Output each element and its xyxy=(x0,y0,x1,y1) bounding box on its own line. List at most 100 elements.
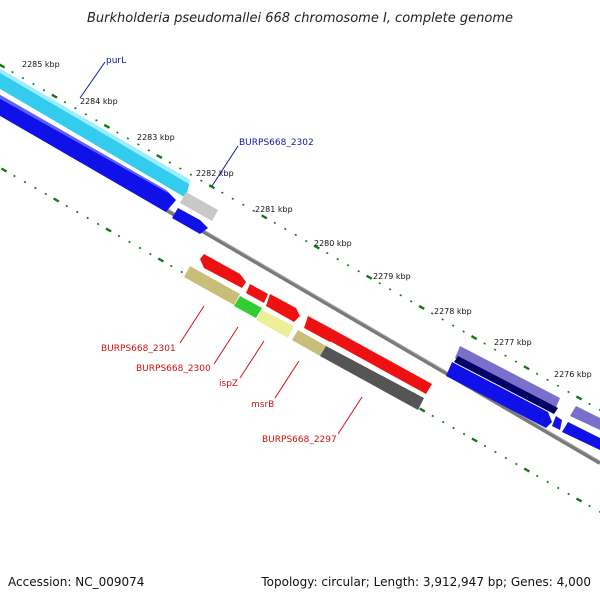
gene-label-BURPS668-2297[interactable]: BURPS668_2297 xyxy=(262,435,337,445)
scale-minor-tick xyxy=(588,402,591,406)
scale-minor-tick xyxy=(514,360,518,363)
tick-label: 2277 kbp xyxy=(494,338,532,347)
scale-minor-tick xyxy=(546,378,549,382)
scale-minor-tick xyxy=(430,312,434,315)
scale-major-tick xyxy=(0,167,8,173)
scale-minor-tick xyxy=(34,186,37,190)
gene-BURPS668-2300[interactable] xyxy=(234,296,262,318)
gene-BURPS668-2297[interactable] xyxy=(328,330,432,394)
scale-minor-tick xyxy=(117,234,121,238)
scale-minor-tick xyxy=(179,167,182,170)
scale-major-tick xyxy=(51,93,58,99)
scale-minor-tick xyxy=(399,294,402,297)
gene-BURPS668-2301[interactable] xyxy=(184,266,240,305)
scale-minor-tick xyxy=(567,492,570,496)
scale-minor-tick xyxy=(493,348,497,351)
gene-red-4[interactable] xyxy=(304,316,336,342)
scale-minor-tick xyxy=(13,174,16,178)
gene-msrB[interactable] xyxy=(292,330,326,356)
scale-minor-tick xyxy=(546,480,549,484)
scale-major-tick xyxy=(575,497,583,503)
gene-purL[interactable] xyxy=(0,66,190,198)
scale-minor-tick xyxy=(388,288,392,291)
gene-red-1[interactable] xyxy=(200,254,246,288)
gene-blue-right-1[interactable] xyxy=(446,362,552,428)
scale-minor-tick xyxy=(336,257,339,261)
gene-label-ispZ[interactable]: ispZ xyxy=(219,379,238,389)
gene-purple-1[interactable] xyxy=(455,346,560,410)
tick-label: 2282 kbp xyxy=(196,169,234,178)
scale-minor-tick xyxy=(221,191,224,194)
gene-label-msrB[interactable]: msrB xyxy=(251,400,274,410)
scale-minor-tick xyxy=(483,444,487,448)
scale-minor-tick xyxy=(378,282,381,285)
scale-minor-tick xyxy=(75,210,79,214)
tick-label: 2283 kbp xyxy=(137,133,175,142)
scale-minor-tick xyxy=(63,101,67,104)
scale-minor-tick xyxy=(598,408,600,411)
gene-blue-right-2[interactable] xyxy=(552,416,562,430)
scale-minor-tick xyxy=(180,270,184,274)
gene-label-purL[interactable]: purL xyxy=(106,56,126,66)
scale-major-tick xyxy=(53,197,60,203)
scale-minor-tick xyxy=(441,318,444,321)
tick-label: 2278 kbp xyxy=(434,307,472,316)
tick-label: 2280 kbp xyxy=(314,239,352,248)
scale-minor-tick xyxy=(128,240,131,244)
scale-minor-tick xyxy=(451,324,455,327)
leader-line xyxy=(213,326,239,365)
scale-major-tick xyxy=(0,63,6,69)
gene-red-2[interactable] xyxy=(246,284,268,303)
gene-label-BURPS668-2302[interactable]: BURPS668_2302 xyxy=(239,138,314,148)
scale-minor-tick xyxy=(95,119,98,122)
gene-blue-right-3[interactable] xyxy=(562,422,600,450)
scale-minor-tick xyxy=(21,76,25,80)
scale-minor-tick xyxy=(346,263,350,267)
scale-minor-tick xyxy=(126,137,130,140)
gene-label-BURPS668-2300[interactable]: BURPS668_2300 xyxy=(136,364,211,374)
tick-label: 2285 kbp xyxy=(22,60,60,69)
scale-minor-tick xyxy=(65,204,69,208)
scale-minor-tick xyxy=(283,227,287,231)
leader-line xyxy=(239,340,265,379)
scale-minor-tick xyxy=(44,192,48,196)
gene-BURPS668-2302[interactable] xyxy=(180,192,218,221)
scale-minor-tick xyxy=(556,384,560,388)
scale-minor-tick xyxy=(462,432,466,436)
scale-minor-tick xyxy=(409,300,413,303)
scale-minor-tick xyxy=(462,330,465,333)
scale-major-tick xyxy=(261,214,268,220)
gene-red-3[interactable] xyxy=(266,294,300,322)
scale-major-tick xyxy=(208,184,216,190)
scale-major-tick xyxy=(313,244,320,250)
tick-label: 2279 kbp xyxy=(373,272,411,281)
scale-minor-tick xyxy=(304,239,308,243)
scale-minor-tick xyxy=(168,161,172,164)
gene-dark-gray[interactable] xyxy=(320,346,424,410)
scale-minor-tick xyxy=(149,252,152,256)
scale-minor-tick xyxy=(32,82,35,86)
gene-navy[interactable] xyxy=(454,356,558,414)
scale-major-tick xyxy=(523,467,531,473)
leader-line xyxy=(274,360,300,399)
gene-ispZ[interactable] xyxy=(256,310,294,338)
scale-minor-tick xyxy=(23,180,27,184)
tick-label: 2284 kbp xyxy=(80,97,118,106)
tick-label: 2276 kbp xyxy=(554,370,592,379)
scale-major-tick xyxy=(157,257,165,263)
gene-BURPS668-2302-cds[interactable] xyxy=(172,208,208,234)
scale-minor-tick xyxy=(231,197,235,200)
scale-major-tick xyxy=(575,395,583,401)
scale-minor-tick xyxy=(494,450,497,454)
accession-text: Accession: NC_009074 xyxy=(8,575,144,589)
gene-purple-2[interactable] xyxy=(570,406,600,430)
scale-minor-tick xyxy=(242,203,245,206)
scale-minor-tick xyxy=(357,270,360,273)
gene-purL-cds[interactable] xyxy=(0,92,176,212)
scale-major-tick xyxy=(365,274,373,280)
scale-minor-tick xyxy=(86,216,89,220)
gene-label-BURPS668-2301[interactable]: BURPS668_2301 xyxy=(101,344,176,354)
scale-major-tick xyxy=(471,437,478,443)
scale-minor-tick xyxy=(588,504,591,508)
